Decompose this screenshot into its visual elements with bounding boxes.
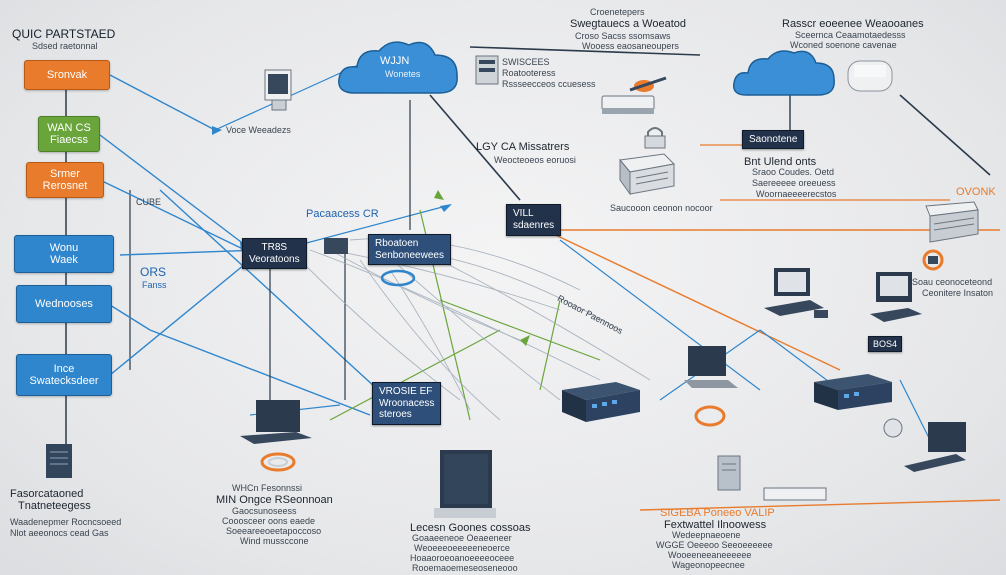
label-bottom-right-6: Wageonopeecnee xyxy=(672,560,745,570)
label-bottom-right-2: Fextwattel Ilnoowess xyxy=(664,519,767,531)
label-bottom-center-4: Hoaaoroeoanoeeeeoceee xyxy=(410,553,515,563)
label-vpn-right-2: Sraoo Coudes. Oetd xyxy=(752,167,835,177)
label-top-right-3: Wconed soenone cavenae xyxy=(790,40,897,50)
label-top-right-1: Rasscr eoeenee Weaooanes xyxy=(782,18,924,30)
small-switch-icon[interactable] xyxy=(322,234,350,258)
left-box-3-label: Srmer Rerosnet xyxy=(42,167,88,192)
storage-icon[interactable] xyxy=(844,55,900,100)
label-bottom-left-3: Waadenepmer Rocncsoeed xyxy=(10,517,122,527)
label-bottom-left-4: Nlot aeeonocs cead Gas xyxy=(10,528,109,538)
core-switch-icon[interactable] xyxy=(556,376,646,432)
label-ors: ORS xyxy=(140,265,167,279)
label-fanss: Fanss xyxy=(142,280,167,290)
label-bottom-cl-6: Wind mussccone xyxy=(240,536,309,546)
label-wecd: Weocteoeos eoruosi xyxy=(494,155,576,165)
patch-panel-icon[interactable] xyxy=(760,482,830,508)
label-top-center-4: Wooess eaosaneoupers xyxy=(582,41,679,51)
workstation-icon-2[interactable] xyxy=(868,270,928,330)
tower-server-icon[interactable] xyxy=(40,440,80,486)
server-icon[interactable] xyxy=(262,68,296,114)
label-bottom-cl-3: Gaocsunoseess xyxy=(232,506,297,516)
left-box-2[interactable]: WAN CS Fiaecss xyxy=(38,116,100,152)
plug-icon xyxy=(883,418,903,438)
label-bottom-center-1: Lecesn Goones cossoas xyxy=(410,522,531,534)
label-vpn-right-3: Saereeeee oreeuess xyxy=(752,178,836,188)
label-ovonk: OVONK xyxy=(956,186,996,198)
left-box-6[interactable]: Ince Swatecksdeer xyxy=(16,354,112,396)
left-box-5-label: Wednooses xyxy=(35,298,93,310)
label-top-center-1: Croenetepers xyxy=(590,7,645,17)
node-tag-bosu[interactable]: BOS4 xyxy=(868,336,903,352)
left-box-2-label: WAN CS Fiaecss xyxy=(47,121,91,146)
label-switches-2: Roatooteress xyxy=(502,68,556,78)
laptop-icon-3[interactable] xyxy=(900,420,970,476)
workstation-icon[interactable] xyxy=(762,266,834,326)
wan-cloud-sublabel: Wonetes xyxy=(385,69,421,79)
node-tag-router[interactable]: Rboatoen Senboneewees xyxy=(368,234,451,265)
monitor-icon[interactable] xyxy=(430,448,502,522)
diagram-subtitle: Sdsed raetonnal xyxy=(32,41,98,51)
label-lgy: LGY CA Missatrers xyxy=(476,141,570,153)
label-voce: Voce Weeadezs xyxy=(226,125,291,135)
label-vpn-right-1: Bnt Ulend onts xyxy=(744,156,817,168)
label-pcas: Pacaacess CR xyxy=(306,208,379,220)
laptop-icon-2[interactable] xyxy=(236,398,316,446)
label-bottom-cl-5: Soeeareeoeetapoccoso xyxy=(226,526,322,536)
edge-switch-icon[interactable] xyxy=(808,368,898,418)
node-tag-saotono[interactable]: Saonotene xyxy=(742,130,805,149)
label-bottom-right-3: Wedeepnaeoene xyxy=(672,530,741,540)
label-sauoon: Saucooon ceonon nocoor xyxy=(610,203,713,213)
connector-icon xyxy=(922,249,944,271)
label-bottom-center-3: Weoeeeoeeeeeneoerce xyxy=(414,543,510,553)
label-bottom-cl-4: Cooosceer oons eaede xyxy=(222,516,316,526)
label-bottom-left-2: Tnatneteegess xyxy=(18,500,91,512)
node-tag-vill[interactable]: VILL sdaenres xyxy=(506,204,562,236)
left-box-6-label: Ince Swatecksdeer xyxy=(29,362,99,387)
label-top-center-2: Swegtauecs a Woeatod xyxy=(570,18,686,30)
laptop-icon[interactable] xyxy=(682,344,740,392)
label-bottom-right-5: Wooeeneeaneeeeee xyxy=(668,550,752,560)
router-icon[interactable] xyxy=(600,70,672,120)
label-bottom-cl-2: MIN Ongce RSeonnoan xyxy=(216,494,333,506)
firewall-icon[interactable] xyxy=(616,150,678,198)
wan-cloud-label: WJJN xyxy=(380,55,410,67)
left-box-1[interactable]: Sronvak xyxy=(24,60,110,90)
node-tag-vrosie[interactable]: VROSIE EF Wroonacess steroes xyxy=(372,382,442,425)
label-bottom-center-2: Goaaeeneoe Oeaeeneer xyxy=(412,533,512,543)
label-soau: Soau ceonoceteond xyxy=(912,277,993,287)
label-bottom-right-1: SIGEBA Poneeo VALIP xyxy=(660,507,775,519)
label-vpn-right-4: Woornaeeeerecstos xyxy=(756,189,837,199)
wan-cloud-icon[interactable] xyxy=(335,35,465,100)
label-soau2: Ceonitere Insaton xyxy=(922,288,994,298)
label-bottom-left-1: Fasorcataoned xyxy=(10,488,84,500)
node-tag-trbs[interactable]: TR8S Veoratoons xyxy=(242,238,307,269)
label-cube: CUBE xyxy=(136,197,162,207)
cloud-icon[interactable] xyxy=(730,45,840,100)
cable-icon xyxy=(260,452,296,472)
tower-server-icon-2[interactable] xyxy=(712,452,746,496)
lock-icon xyxy=(644,127,666,149)
label-switches-3: Rssseecceos ccuesess xyxy=(502,79,596,89)
left-box-3[interactable]: Srmer Rerosnet xyxy=(26,162,104,198)
left-box-1-label: Sronvak xyxy=(46,69,88,81)
label-switches-1: SWISCEES xyxy=(502,57,550,67)
left-box-4-label: Wonu Waek xyxy=(49,241,79,266)
left-box-5[interactable]: Wednooses xyxy=(16,285,112,323)
switch-icon[interactable] xyxy=(474,54,500,86)
cable-icon-3 xyxy=(380,269,416,287)
diagram-title: QUIC PARTSTAED xyxy=(12,27,116,41)
cable-icon-2 xyxy=(694,405,726,427)
label-bottom-right-4: WGGE Oeeeoo Seeoeeeeee xyxy=(656,540,773,550)
appliance-icon[interactable] xyxy=(922,200,982,246)
left-box-4[interactable]: Wonu Waek xyxy=(14,235,114,273)
label-bottom-cl-1: WHCn Fesonnssi xyxy=(232,483,303,493)
label-top-right-2: Sceernca Ceaamotaedesss xyxy=(795,30,906,40)
label-bottom-center-5: Rooemaoemeseoseneooo xyxy=(412,563,518,573)
label-top-center-3: Croso Sacss ssomsaws xyxy=(575,31,671,41)
